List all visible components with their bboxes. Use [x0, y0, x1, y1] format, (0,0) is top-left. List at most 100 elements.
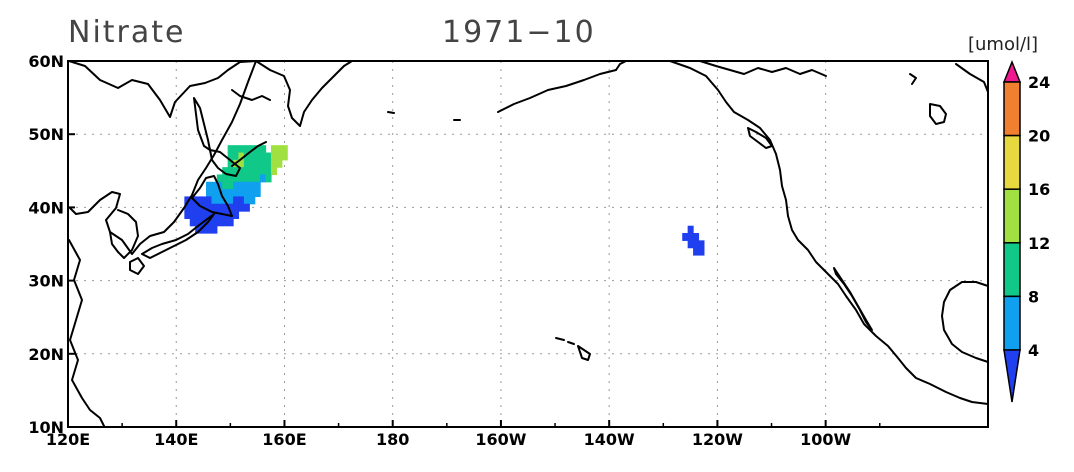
coastline-korea	[109, 209, 139, 259]
data-cell	[243, 181, 250, 190]
data-cell	[249, 159, 256, 168]
data-cell	[687, 225, 694, 234]
coastline-japan-kyushu	[129, 257, 145, 275]
coastline-canada-north	[699, 60, 989, 125]
coastline-hawaii	[555, 337, 591, 361]
colorbar-label: 24	[1028, 73, 1050, 92]
data-cell	[698, 240, 705, 249]
colorbar-label: 20	[1028, 127, 1050, 146]
data-cell	[254, 181, 261, 190]
data-cell	[249, 174, 256, 183]
data-cell	[243, 174, 250, 183]
data-cell	[238, 174, 245, 183]
data-cell	[206, 211, 213, 219]
data-cell	[249, 167, 256, 176]
data-cell	[254, 159, 261, 168]
data-cell	[184, 203, 191, 212]
data-cell	[260, 174, 267, 183]
map-border	[67, 60, 989, 428]
data-cell	[227, 152, 234, 161]
coastline-okhotsk-inner	[231, 89, 271, 101]
coastline-sakhalin	[193, 97, 211, 151]
data-cell	[238, 189, 245, 198]
data-cell	[222, 189, 229, 198]
tick-label-lon: 160W	[475, 430, 526, 449]
data-cell	[233, 189, 240, 198]
data-cell	[206, 181, 213, 190]
colorbar-segment	[1003, 242, 1021, 298]
colorbar-units: [umol/l]	[968, 34, 1038, 55]
colorbar-triangle-top	[1002, 59, 1022, 83]
data-cell	[276, 145, 283, 154]
coastline-aleutians	[387, 69, 617, 121]
data-cell	[249, 181, 256, 190]
colorbar-label: 12	[1028, 234, 1050, 253]
data-cell	[222, 174, 229, 183]
data-cell	[281, 145, 288, 154]
data-cell	[270, 167, 277, 176]
data-cell	[238, 145, 245, 154]
colorbar-label: 4	[1028, 341, 1039, 360]
tick-label-lat: 50N	[28, 125, 64, 144]
data-cell	[243, 159, 250, 168]
coastlines	[68, 60, 989, 427]
data-cell	[238, 196, 245, 205]
data-cell	[227, 218, 234, 227]
data-cell	[206, 189, 213, 198]
data-cell	[227, 181, 234, 190]
tick-label-lon: 140W	[584, 430, 635, 449]
data-cell	[243, 145, 250, 154]
data-cell	[265, 159, 272, 168]
data-cell	[687, 240, 694, 249]
data-cell	[211, 181, 218, 190]
data-cell	[249, 152, 256, 161]
tick-label-lon: 140E	[154, 430, 198, 449]
data-cell	[260, 159, 267, 168]
data-cell	[184, 196, 191, 205]
data-cell	[254, 167, 261, 176]
data-cell	[233, 174, 240, 183]
colorbar-segment	[1003, 295, 1021, 351]
map-gridlines	[68, 61, 988, 427]
colorbar-segment	[1003, 134, 1021, 190]
nitrate-data-cells	[184, 145, 705, 256]
data-cell	[238, 167, 245, 176]
data-cell	[265, 174, 272, 183]
data-cell	[211, 218, 218, 227]
data-cell	[211, 189, 218, 198]
data-cell	[227, 159, 234, 168]
data-cell	[276, 152, 283, 161]
colorbar-triangle-bottom	[1003, 349, 1021, 403]
data-cell	[233, 211, 240, 219]
map-frame	[67, 60, 989, 428]
data-cell	[227, 189, 234, 198]
data-cell	[254, 174, 261, 183]
tick-label-lat: 20N	[28, 345, 64, 364]
data-cell	[211, 203, 218, 212]
data-cell	[233, 167, 240, 176]
tick-label-lat: 60N	[28, 52, 64, 71]
data-cell	[270, 159, 277, 168]
tick-label-lon: 120E	[46, 430, 90, 449]
data-cell	[281, 152, 288, 161]
data-cell	[243, 167, 250, 176]
data-cell	[227, 174, 234, 183]
data-cell	[189, 211, 196, 219]
map-period: 1971−10	[442, 15, 596, 50]
coastline-asia-mainland	[68, 60, 257, 255]
data-cell	[195, 203, 202, 212]
data-cell	[227, 167, 234, 176]
data-cell	[195, 196, 202, 205]
data-cell	[260, 145, 267, 154]
data-cell	[260, 152, 267, 161]
data-cell	[200, 225, 207, 234]
colorbar-segment	[1003, 188, 1021, 244]
data-cell	[270, 152, 277, 161]
coastline-japan-hokkaido	[209, 149, 241, 177]
map-title: Nitrate	[68, 15, 185, 50]
tick-label-lat: 30N	[28, 272, 64, 291]
tick-label-lat: 40N	[28, 198, 64, 217]
coastline-gulf-of-mexico	[941, 281, 989, 363]
data-cell	[260, 167, 267, 176]
